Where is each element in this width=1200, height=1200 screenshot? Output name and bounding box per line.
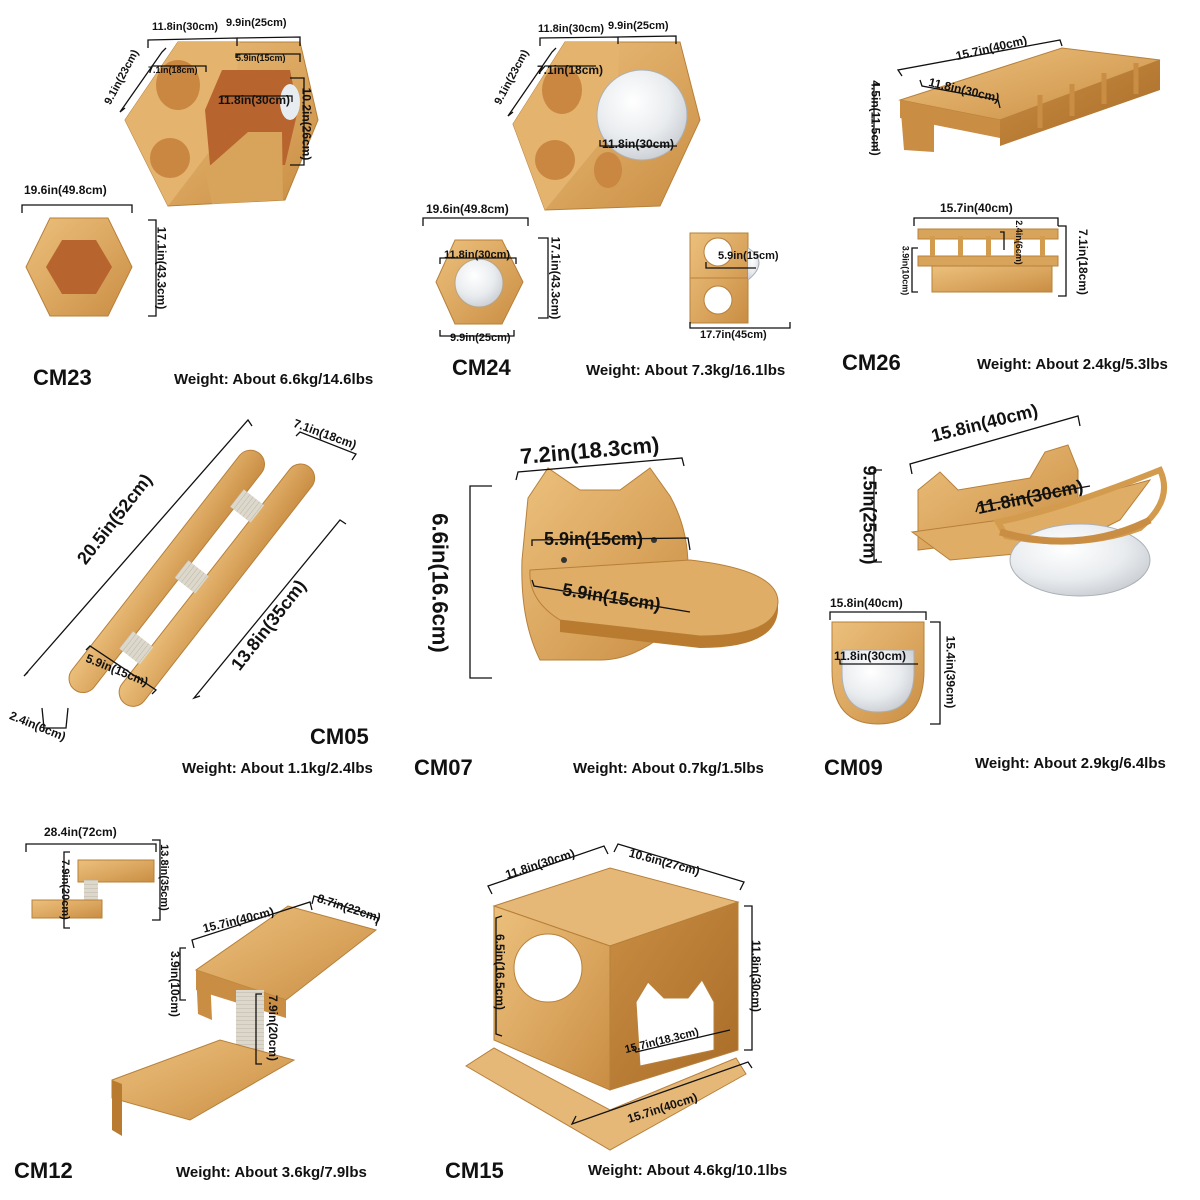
- cm24-dim-face-bowl: 11.8in(30cm): [444, 249, 511, 261]
- cm24-dim-hole: 7.1in(18cm): [537, 63, 604, 77]
- cm23-weight: Weight: About 6.6kg/14.6lbs: [174, 371, 374, 388]
- cm15-dim-height: 11.8in(30cm): [749, 939, 764, 1013]
- cm24-dimension-lines: [422, 35, 791, 337]
- cm09-dim-front-height: 15.4in(39cm): [943, 635, 958, 709]
- cm24-dim-side-hole: 5.9in(15cm): [718, 250, 779, 262]
- cm23-hexagon-house: [124, 41, 319, 207]
- cm23-code: CM23: [33, 365, 92, 390]
- cm09-code: CM09: [824, 755, 883, 780]
- cm26-shelf: [898, 47, 1161, 152]
- cm24-side-view: [689, 232, 760, 324]
- cm15-code: CM15: [445, 1158, 504, 1183]
- cm24-dim-top-width-b: 9.9in(25cm): [608, 20, 669, 32]
- cm07-dim-back-width: 5.9in(15cm): [544, 529, 644, 549]
- cm12-step-platform: [111, 905, 378, 1136]
- cm15-dim-hole: 6.5in(16.5cm): [493, 933, 508, 1011]
- cm23-dim-top-width-a: 11.8in(30cm): [152, 21, 219, 33]
- cm23-dim-face-height: 17.1in(43.3cm): [154, 226, 169, 310]
- cm24-dim-bowl: 11.8in(30cm): [602, 137, 675, 151]
- cm05-code: CM05: [310, 724, 369, 749]
- cm24-face-view: [435, 239, 524, 325]
- cm26-code: CM26: [842, 350, 901, 375]
- cm24-weight: Weight: About 7.3kg/16.1lbs: [586, 362, 786, 379]
- cm12-dimension-lines: [25, 839, 379, 1065]
- cm15-dimension-lines: [487, 843, 753, 1126]
- cm12-dim-post-small: 7.9in(20cm): [58, 859, 71, 920]
- cm09-dim-front-bowl: 11.8in(30cm): [834, 649, 907, 663]
- cm12-code: CM12: [14, 1158, 73, 1183]
- cm26-dim-shelf-height: 3.9in(10cm): [900, 245, 911, 296]
- cm07-dimension-lines: [469, 457, 691, 679]
- cm12-weight: Weight: About 3.6kg/7.9lbs: [176, 1164, 367, 1181]
- cm23-dim-hole-square: 5.9in(15cm): [236, 53, 286, 63]
- cm23-dim-hole-small: 7.1in(18cm): [148, 65, 198, 75]
- cm12-dim-total-height: 13.8in(35cm): [157, 844, 170, 911]
- cm24-dim-face-height: 17.1in(43.3cm): [548, 236, 563, 320]
- cm23-dimension-lines: [21, 36, 305, 317]
- cm07-code: CM07: [414, 755, 473, 780]
- cm24-dim-side-width: 17.7in(45cm): [700, 329, 767, 341]
- cm24-dim-top-width-a: 11.8in(30cm): [538, 23, 605, 35]
- cm23-face-view: [25, 217, 133, 317]
- cm07-weight: Weight: About 0.7kg/1.5lbs: [573, 760, 764, 777]
- cm26-dim-height: 4.5in(11.5cm): [868, 80, 883, 156]
- cm05-dimension-lines: [23, 418, 357, 729]
- cm12-dim-total-width: 28.4in(72cm): [44, 825, 117, 839]
- cm23-dim-inner: 11.8in(30cm): [218, 93, 291, 107]
- cm09-front-view: [831, 621, 925, 725]
- cm23-dim-height: 10.2in(26cm): [299, 87, 314, 161]
- cm12-thumbnail: [31, 859, 155, 919]
- cm09-bowl-bed: [910, 444, 1167, 597]
- cm24-hexagon-house: [512, 41, 701, 211]
- cm05-weight: Weight: About 1.1kg/2.4lbs: [182, 760, 373, 777]
- cm26-front-view: [917, 228, 1059, 293]
- cm12-dim-top-gap: 3.9in(10cm): [168, 950, 183, 1018]
- cm24-dim-face-width: 19.6in(49.8cm): [426, 202, 509, 216]
- cm09-dimension-lines: [829, 415, 1091, 725]
- cm09-weight: Weight: About 2.9kg/6.4lbs: [975, 755, 1166, 772]
- cm23-dim-face-width: 19.6in(49.8cm): [24, 183, 107, 197]
- cm26-dim-total-height: 7.1in(18cm): [1076, 228, 1091, 296]
- cm23-dim-top-width-b: 9.9in(25cm): [226, 17, 287, 29]
- cm07-perch: [521, 467, 779, 661]
- cm26-dim-rail-gap: 2.4in(6cm): [1013, 220, 1024, 265]
- cm15-weight: Weight: About 4.6kg/10.1lbs: [588, 1162, 788, 1179]
- cm07-dim-height: 6.6in(16.6cm): [427, 513, 453, 653]
- cm26-weight: Weight: About 2.4kg/5.3lbs: [977, 356, 1168, 373]
- cm12-dim-post: 7.9in(20cm): [266, 994, 281, 1062]
- cm15-cube: [465, 867, 747, 1151]
- cm09-dim-front-length: 15.8in(40cm): [830, 596, 903, 610]
- cm24-code: CM24: [452, 355, 511, 380]
- cm26-dim-front-length: 15.7in(40cm): [940, 201, 1013, 215]
- cm05-ladder: [68, 449, 316, 707]
- cm26-dimension-lines: [873, 39, 1067, 297]
- cm09-dim-height: 9.5in(25cm): [859, 465, 880, 565]
- cm24-dim-face-bottom: 9.9in(25cm): [450, 332, 511, 344]
